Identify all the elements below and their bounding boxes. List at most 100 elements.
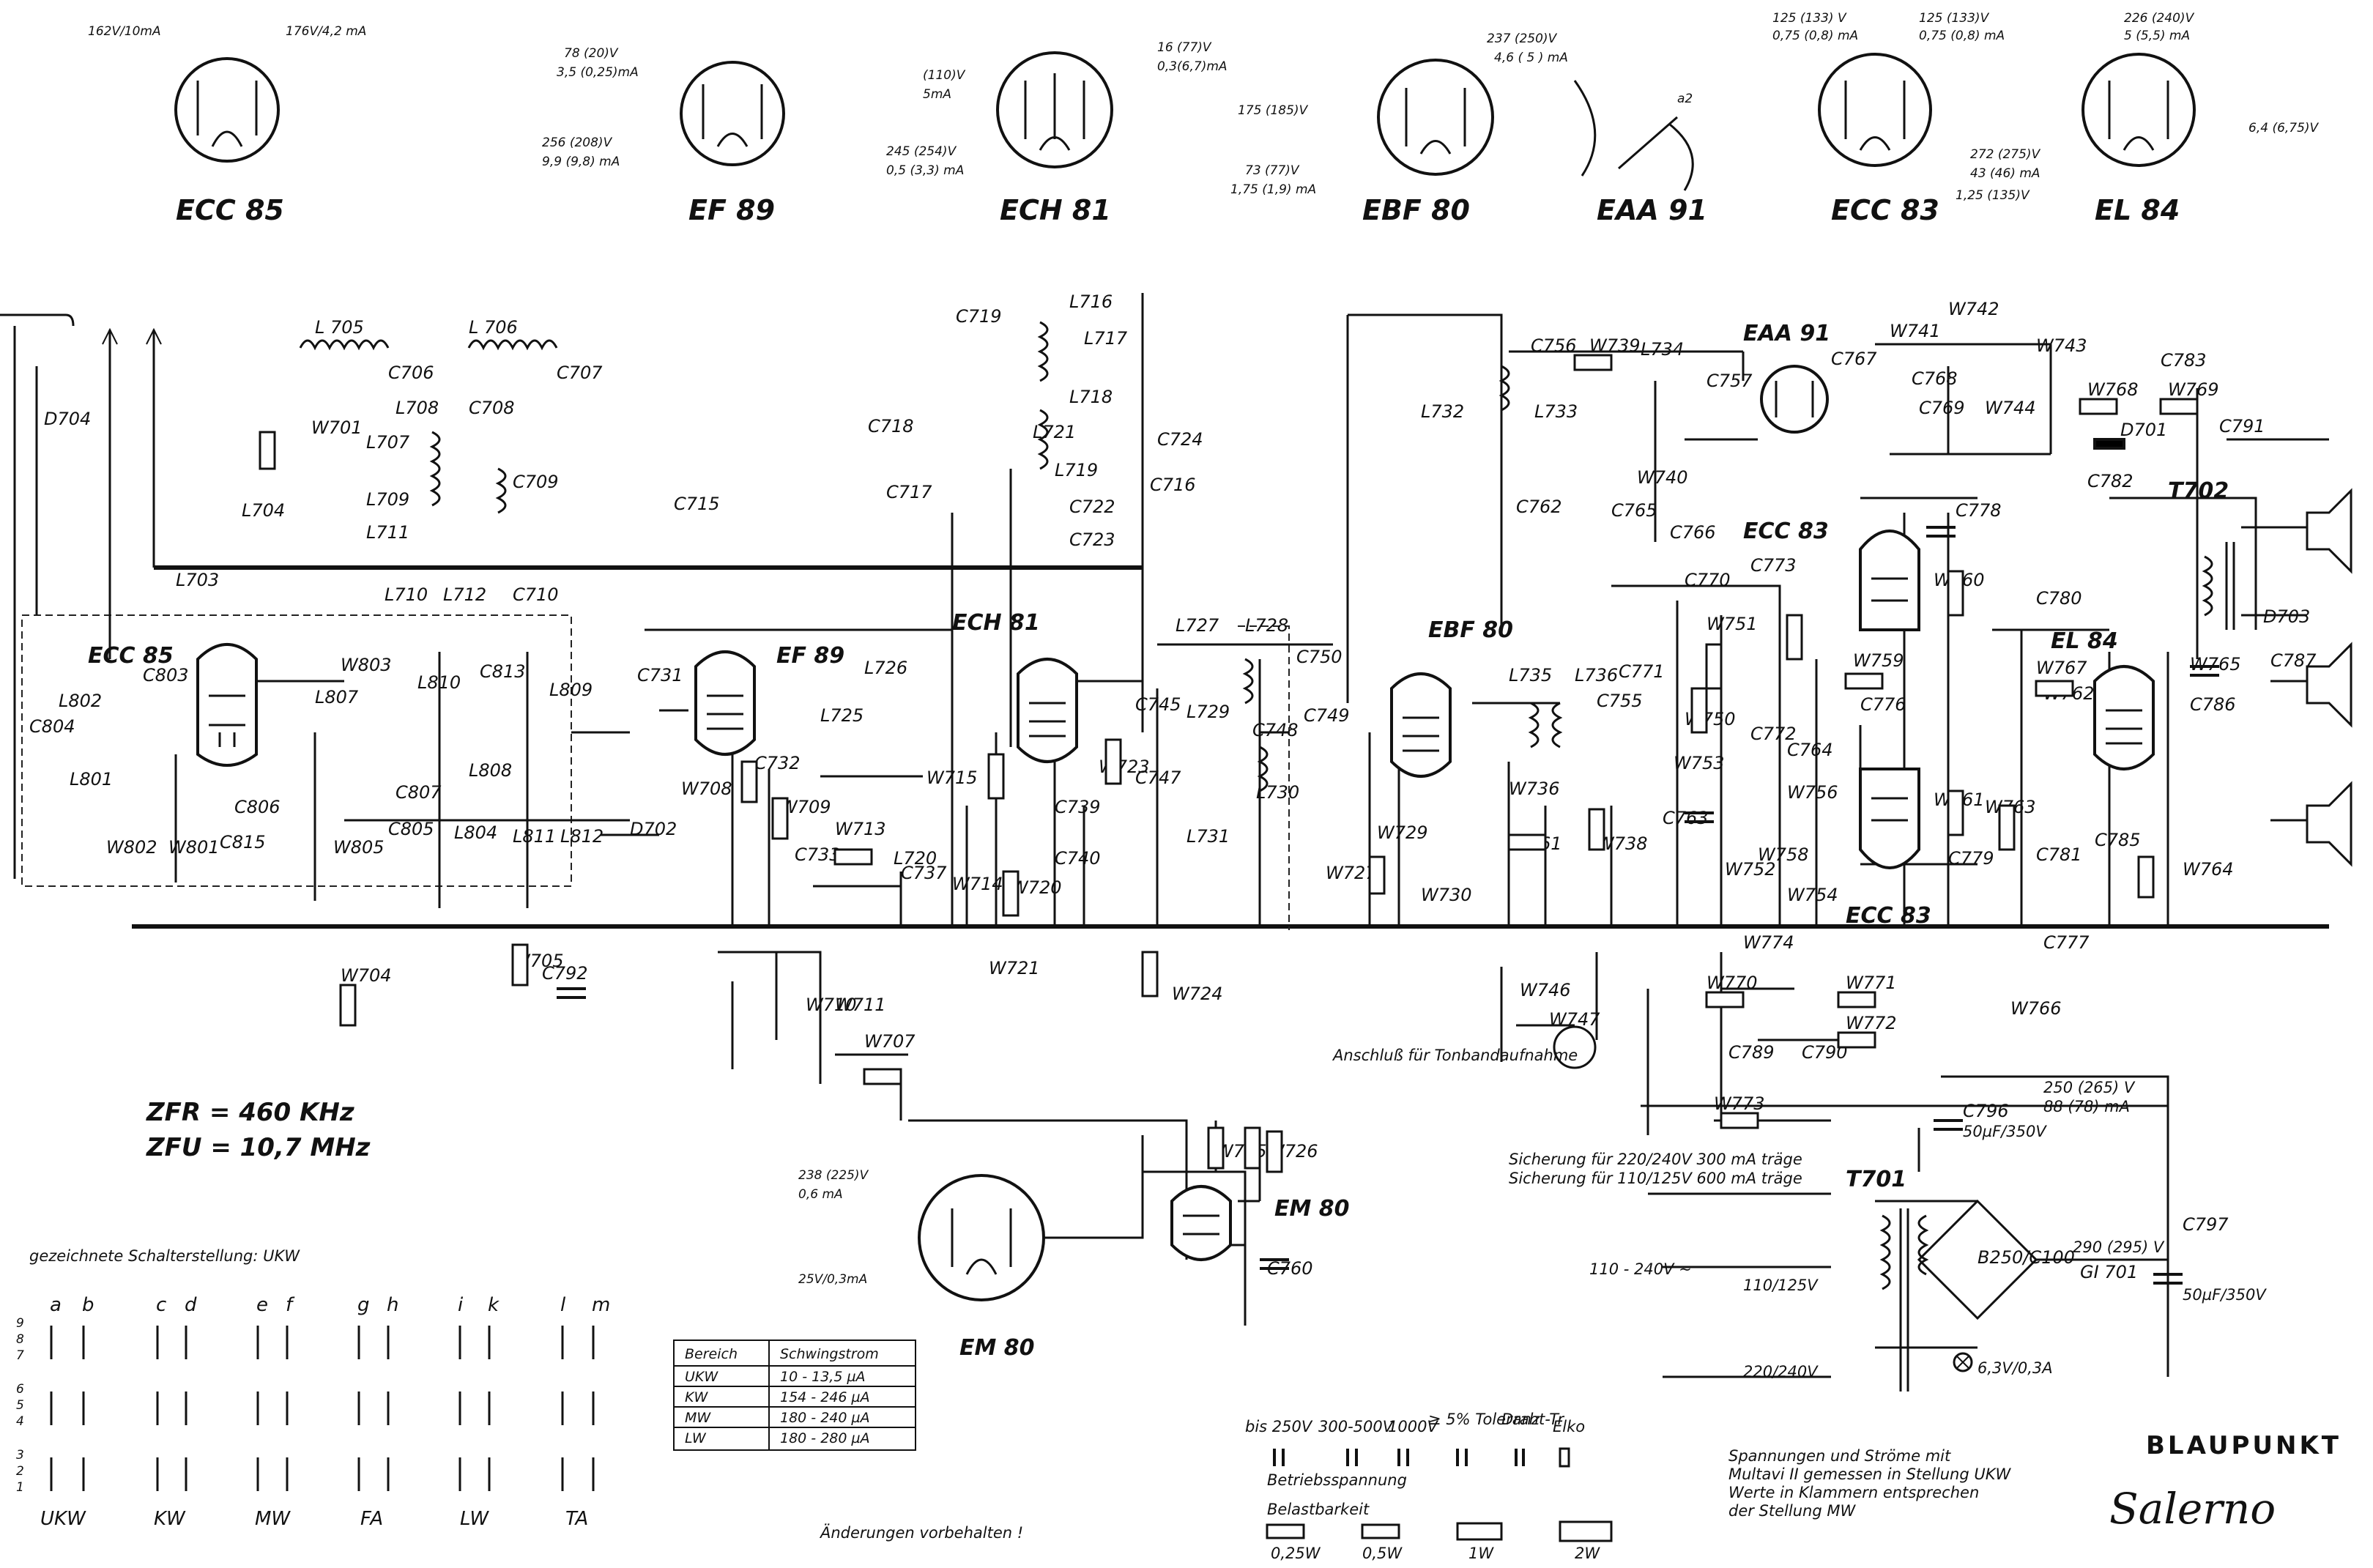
svg-text:C718: C718 [868, 416, 914, 436]
svg-text:L718: L718 [1069, 387, 1113, 407]
footer: Änderungen vorbehalten ! Spannungen und … [819, 1431, 2339, 1542]
stage-ecc83-top: ECC 83 [1743, 519, 1920, 631]
svg-text:g: g [357, 1294, 370, 1316]
svg-text:W739: W739 [1589, 335, 1641, 356]
svg-text:C715: C715 [674, 494, 720, 514]
svg-text:b: b [82, 1294, 94, 1316]
svg-text:W756: W756 [1787, 782, 1838, 803]
svg-text:l: l [560, 1294, 566, 1316]
svg-text:C789: C789 [1728, 1042, 1775, 1063]
svg-text:W742: W742 [1948, 299, 1999, 319]
svg-text:C731: C731 [637, 665, 683, 685]
svg-text:f: f [286, 1294, 295, 1316]
svg-text:C804: C804 [29, 716, 75, 737]
svg-text:C745: C745 [1135, 694, 1181, 715]
svg-text:bis 250V: bis 250V [1245, 1418, 1313, 1435]
svg-text:h: h [387, 1294, 398, 1316]
svg-text:88 (78) mA: 88 (78) mA [2043, 1098, 2130, 1115]
svg-text:L730: L730 [1256, 782, 1299, 803]
svg-text:a: a [50, 1294, 62, 1316]
svg-text:W730: W730 [1421, 885, 1472, 905]
component-labels: L 705 L 706 L708 L707 L709 L711 L710 L71… [29, 291, 2317, 1282]
svg-text:W759: W759 [1853, 650, 1904, 671]
svg-text:110 - 240V ~: 110 - 240V ~ [1589, 1260, 1692, 1278]
svg-text:Bereich: Bereich [685, 1346, 738, 1362]
svg-text:Schwingstrom: Schwingstrom [780, 1346, 879, 1362]
svg-text:L717: L717 [1084, 328, 1128, 349]
stage-label: EM 80 [959, 1335, 1035, 1361]
svg-text:C748: C748 [1252, 720, 1299, 740]
svg-text:(110)V: (110)V [923, 68, 966, 83]
svg-text:L719: L719 [1055, 460, 1098, 480]
svg-text:W754: W754 [1787, 885, 1838, 905]
svg-text:W767: W767 [2036, 658, 2087, 678]
stage-label: ECC 83 [1743, 519, 1829, 544]
svg-text:180 - 280 µA: 180 - 280 µA [780, 1430, 870, 1446]
svg-text:C717: C717 [886, 482, 932, 502]
svg-text:C787: C787 [2270, 650, 2317, 671]
svg-text:C783: C783 [2161, 350, 2207, 371]
tube-base-ech81: 16 (77)V 0,3(6,7)mA (110)V 5mA 245 (254)… [886, 40, 1228, 226]
svg-text:≥ 5% Toleranz: ≥ 5% Toleranz [1428, 1411, 1540, 1428]
svg-text:B250/C100: B250/C100 [1978, 1247, 2075, 1268]
svg-text:1,25 (135)V: 1,25 (135)V [1956, 188, 2030, 203]
svg-text:W751: W751 [1707, 614, 1758, 634]
svg-text:Draht-Tr: Draht-Tr [1501, 1411, 1564, 1428]
stage-em80-small: EM 80 [1170, 1185, 1350, 1261]
svg-text:L731: L731 [1186, 826, 1230, 847]
svg-text:C786: C786 [2190, 694, 2236, 715]
svg-text:L708: L708 [396, 398, 439, 418]
svg-text:Sicherung für 110/125V 600 mA: Sicherung für 110/125V 600 mA träge [1509, 1170, 1802, 1187]
supply-notes: Sicherung für 220/240V 300 mA träge Sich… [1332, 1047, 2267, 1381]
stage-label: ECH 81 [952, 610, 1040, 636]
stage-label: ECC 85 [88, 643, 174, 669]
svg-text:W713: W713 [835, 819, 886, 839]
svg-text:C779: C779 [1948, 848, 1994, 869]
svg-text:W738: W738 [1597, 833, 1648, 854]
svg-text:LW: LW [685, 1430, 707, 1446]
svg-text:10 - 13,5 µA: 10 - 13,5 µA [780, 1369, 866, 1385]
svg-text:L729: L729 [1186, 702, 1230, 722]
svg-text:L810: L810 [417, 672, 461, 693]
svg-text:L 706: L 706 [469, 317, 518, 338]
svg-text:C739: C739 [1055, 797, 1101, 817]
svg-text:a2: a2 [1677, 92, 1693, 106]
tube-base-ef89: 78 (20)V 3,5 (0,25)mA 256 (208)V 9,9 (9,… [542, 46, 785, 226]
svg-text:6,3V/0,3A: 6,3V/0,3A [1978, 1359, 2053, 1377]
stage-ef89: EF 89 [694, 643, 844, 756]
svg-text:e: e [256, 1294, 268, 1316]
tube-base-eaa91: a2 EAA 91 [1573, 80, 1707, 226]
svg-text:0,3(6,7)mA: 0,3(6,7)mA [1157, 59, 1228, 74]
svg-text:W803: W803 [341, 655, 392, 675]
svg-text:LW: LW [460, 1508, 489, 1530]
svg-text:L809: L809 [549, 680, 593, 700]
svg-text:2W: 2W [1575, 1545, 1600, 1562]
svg-text:L735: L735 [1509, 665, 1552, 685]
svg-text:0,75 (0,8) mA: 0,75 (0,8) mA [1772, 29, 1858, 43]
svg-text:W721: W721 [989, 958, 1040, 978]
svg-text:C762: C762 [1516, 497, 1562, 517]
svg-text:16 (77)V: 16 (77)V [1157, 40, 1212, 55]
svg-text:L734: L734 [1641, 339, 1684, 360]
svg-text:W753: W753 [1674, 753, 1725, 773]
svg-text:7: 7 [16, 1348, 24, 1363]
svg-text:W701: W701 [311, 417, 363, 438]
switch-band-labels: UKW KW MW FA LW TA [40, 1508, 588, 1530]
svg-text:C773: C773 [1750, 555, 1797, 576]
svg-text:L728: L728 [1245, 615, 1288, 636]
stage-label: EBF 80 [1428, 617, 1513, 643]
svg-text:1W: 1W [1468, 1545, 1494, 1562]
svg-text:W743: W743 [2036, 335, 2087, 356]
svg-text:9,9 (9,8) mA: 9,9 (9,8) mA [542, 155, 620, 169]
svg-text:C750: C750 [1296, 647, 1343, 667]
svg-text:Betriebsspannung: Betriebsspannung [1267, 1471, 1407, 1489]
svg-text:L727: L727 [1176, 615, 1219, 636]
svg-text:MW: MW [255, 1508, 291, 1530]
svg-text:W741: W741 [1890, 321, 1941, 341]
svg-text:5mA: 5mA [923, 87, 951, 102]
stage-label: ECC 83 [1846, 903, 1931, 929]
svg-text:175 (185)V: 175 (185)V [1238, 103, 1309, 118]
svg-text:C772: C772 [1750, 724, 1797, 744]
svg-text:3: 3 [16, 1448, 24, 1463]
svg-text:C722: C722 [1069, 497, 1115, 517]
